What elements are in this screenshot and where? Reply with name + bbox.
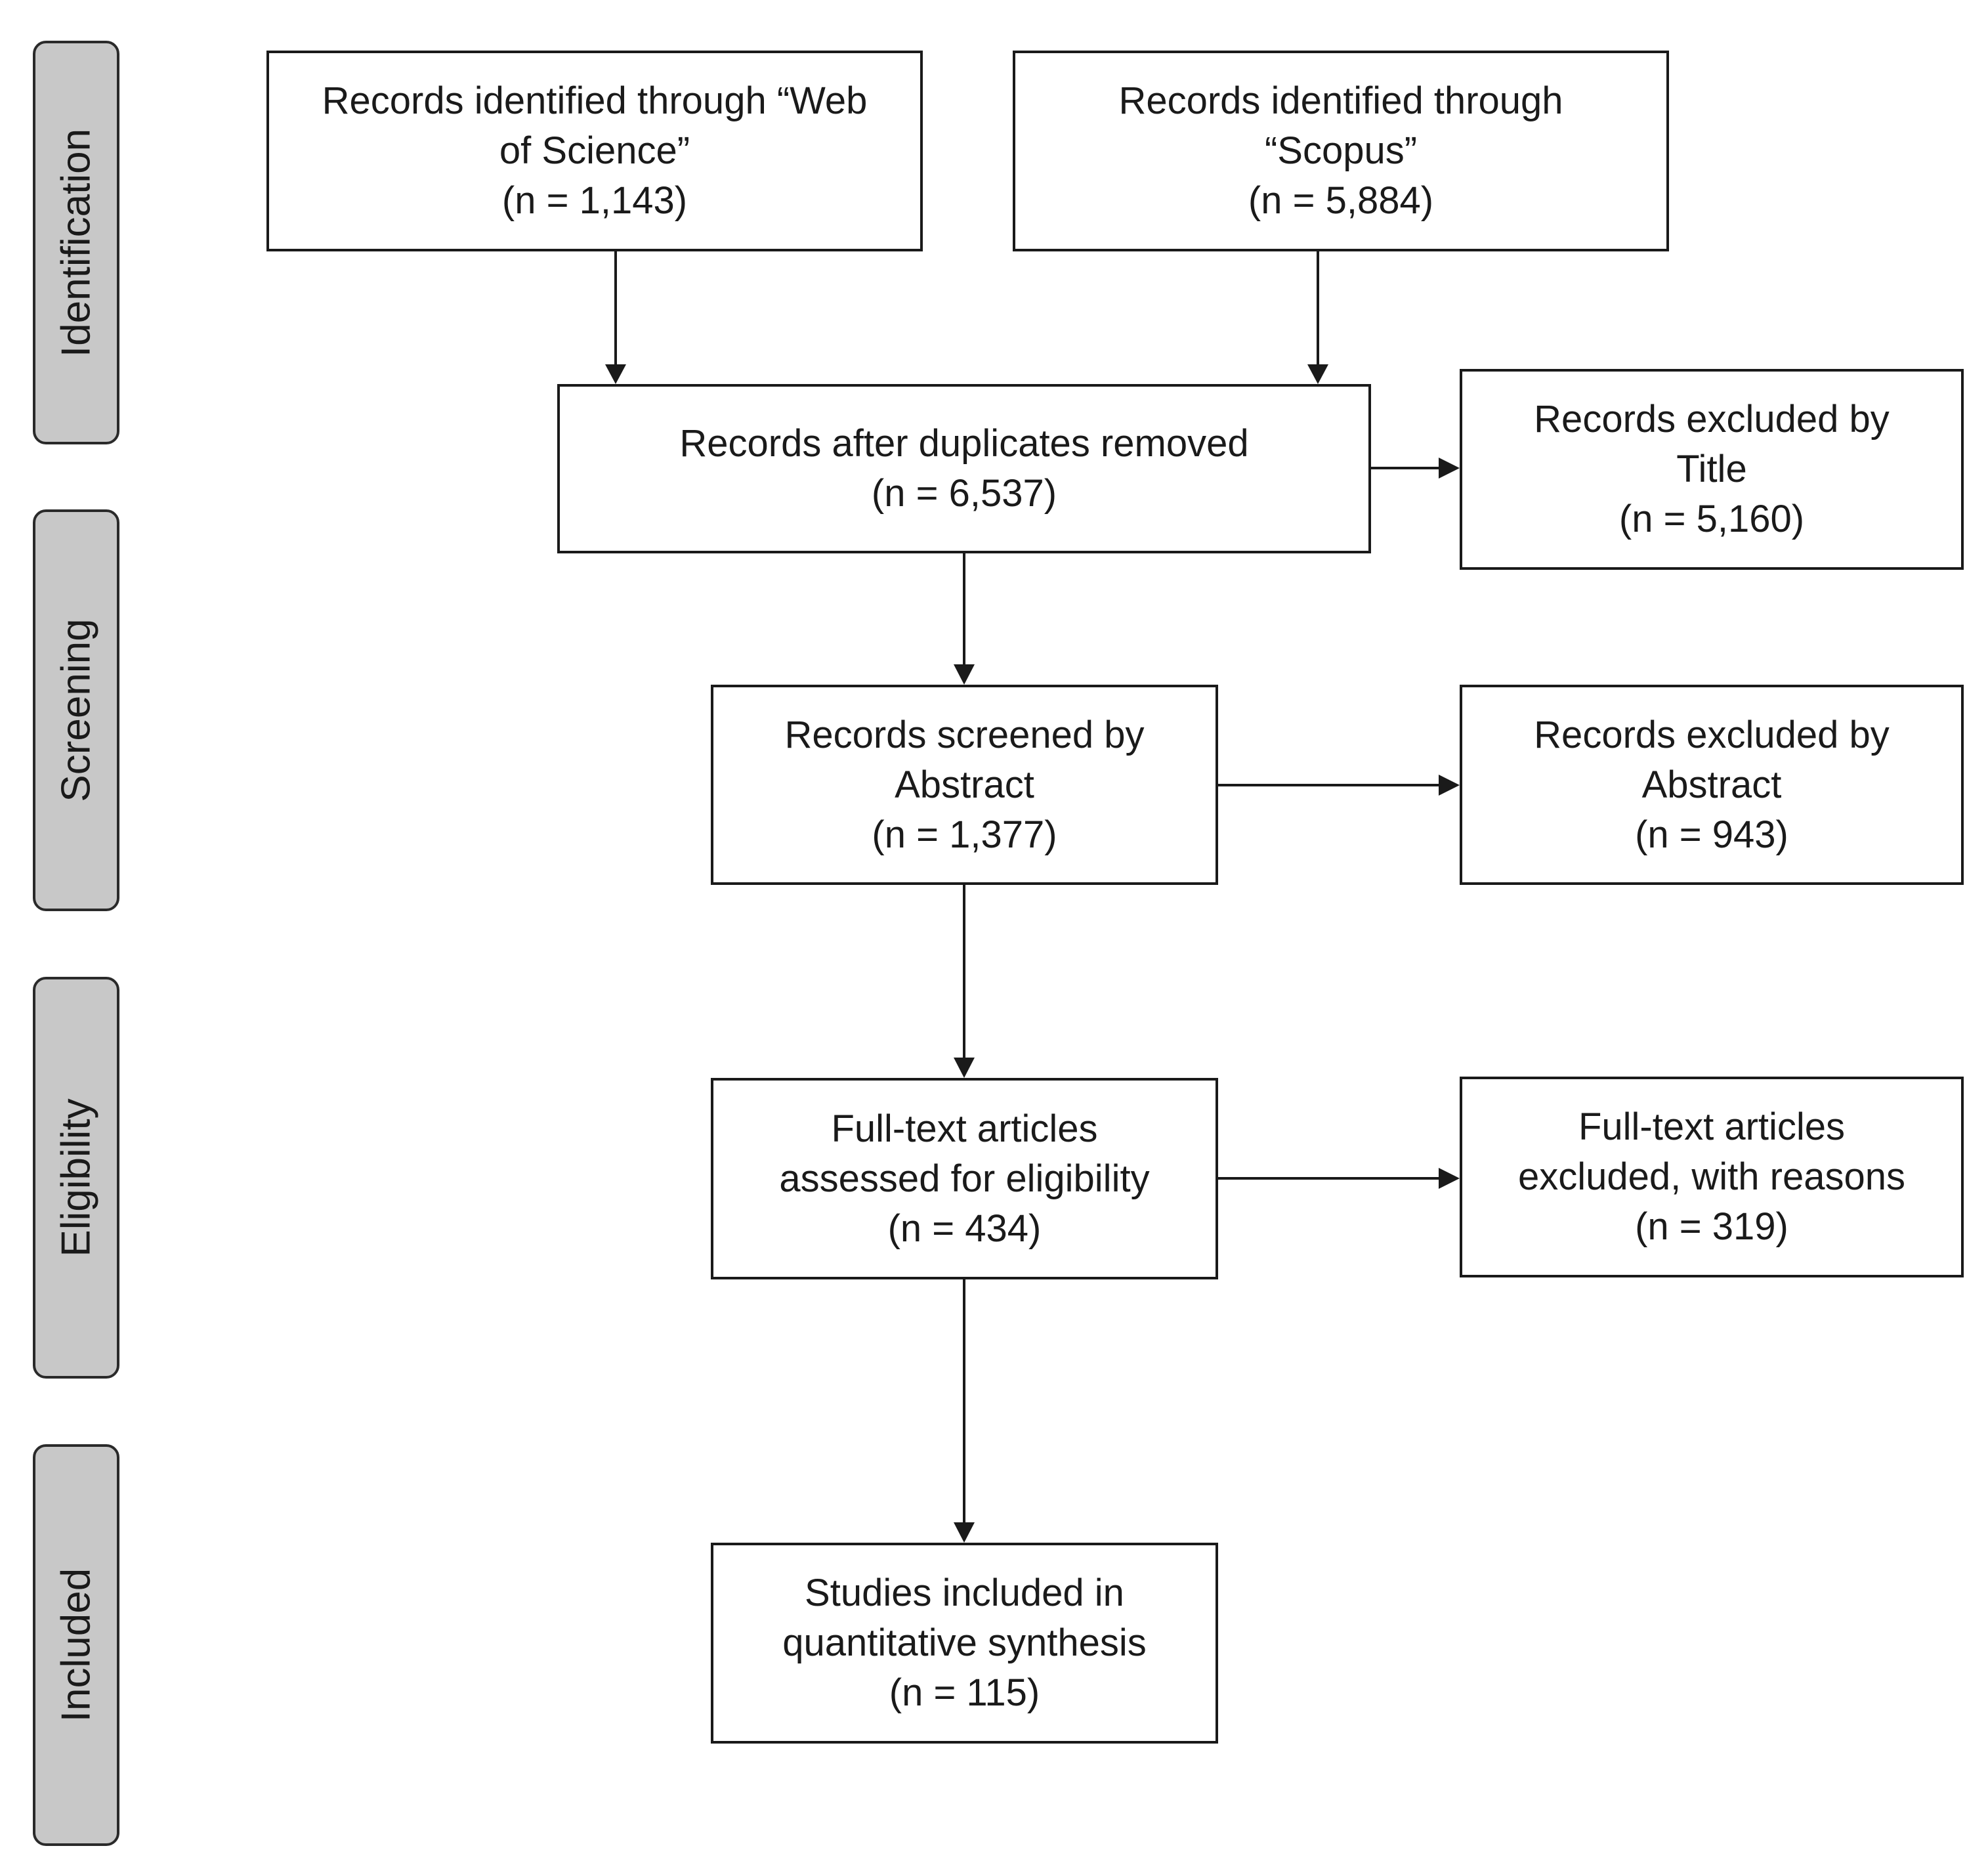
box-scopus-records: Records identified through “Scopus” (n =…	[1013, 51, 1669, 251]
box-scopus-records-text: Records identified through “Scopus” (n =…	[1118, 79, 1563, 222]
arrowhead-wos-to-dedup	[605, 364, 626, 384]
arrowhead-scopus-to-dedup	[1307, 364, 1328, 384]
phase-eligibility: Eligibility	[33, 977, 119, 1379]
arrowhead-fulltext-to-excluded	[1439, 1168, 1460, 1189]
box-after-duplicates-text: Records after duplicates removed (n = 6,…	[679, 422, 1249, 515]
box-fulltext-excluded: Full-text articles excluded, with reason…	[1460, 1077, 1964, 1277]
phase-identification: Identification	[33, 41, 119, 444]
box-excluded-title: Records excluded by Title (n = 5,160)	[1460, 369, 1964, 570]
box-fulltext-assessed-text: Full-text articles assessed for eligibil…	[779, 1107, 1150, 1250]
arrowhead-dedup-to-screened	[954, 664, 975, 685]
box-excluded-abstract-text: Records excluded by Abstract (n = 943)	[1534, 713, 1890, 856]
phase-screening: Screening	[33, 509, 119, 911]
box-screened-abstract: Records screened by Abstract (n = 1,377)	[711, 685, 1218, 885]
box-wos-records: Records identified through “Web of Scien…	[266, 51, 923, 251]
box-excluded-title-text: Records excluded by Title (n = 5,160)	[1534, 398, 1890, 540]
arrowhead-screened-to-excluded-abstract	[1439, 775, 1460, 796]
phase-included: Included	[33, 1444, 119, 1846]
arrowhead-dedup-to-excluded-title	[1439, 458, 1460, 479]
box-fulltext-assessed: Full-text articles assessed for eligibil…	[711, 1078, 1218, 1279]
arrowhead-fulltext-to-included	[954, 1522, 975, 1543]
box-excluded-abstract: Records excluded by Abstract (n = 943)	[1460, 685, 1964, 885]
box-screened-abstract-text: Records screened by Abstract (n = 1,377)	[784, 713, 1145, 856]
box-studies-included-text: Studies included in quantitative synthes…	[782, 1572, 1147, 1714]
box-studies-included: Studies included in quantitative synthes…	[711, 1543, 1218, 1744]
box-wos-records-text: Records identified through “Web of Scien…	[322, 79, 868, 222]
box-fulltext-excluded-text: Full-text articles excluded, with reason…	[1518, 1105, 1905, 1248]
arrowhead-screened-to-fulltext	[954, 1058, 975, 1078]
box-after-duplicates: Records after duplicates removed (n = 6,…	[557, 384, 1371, 553]
